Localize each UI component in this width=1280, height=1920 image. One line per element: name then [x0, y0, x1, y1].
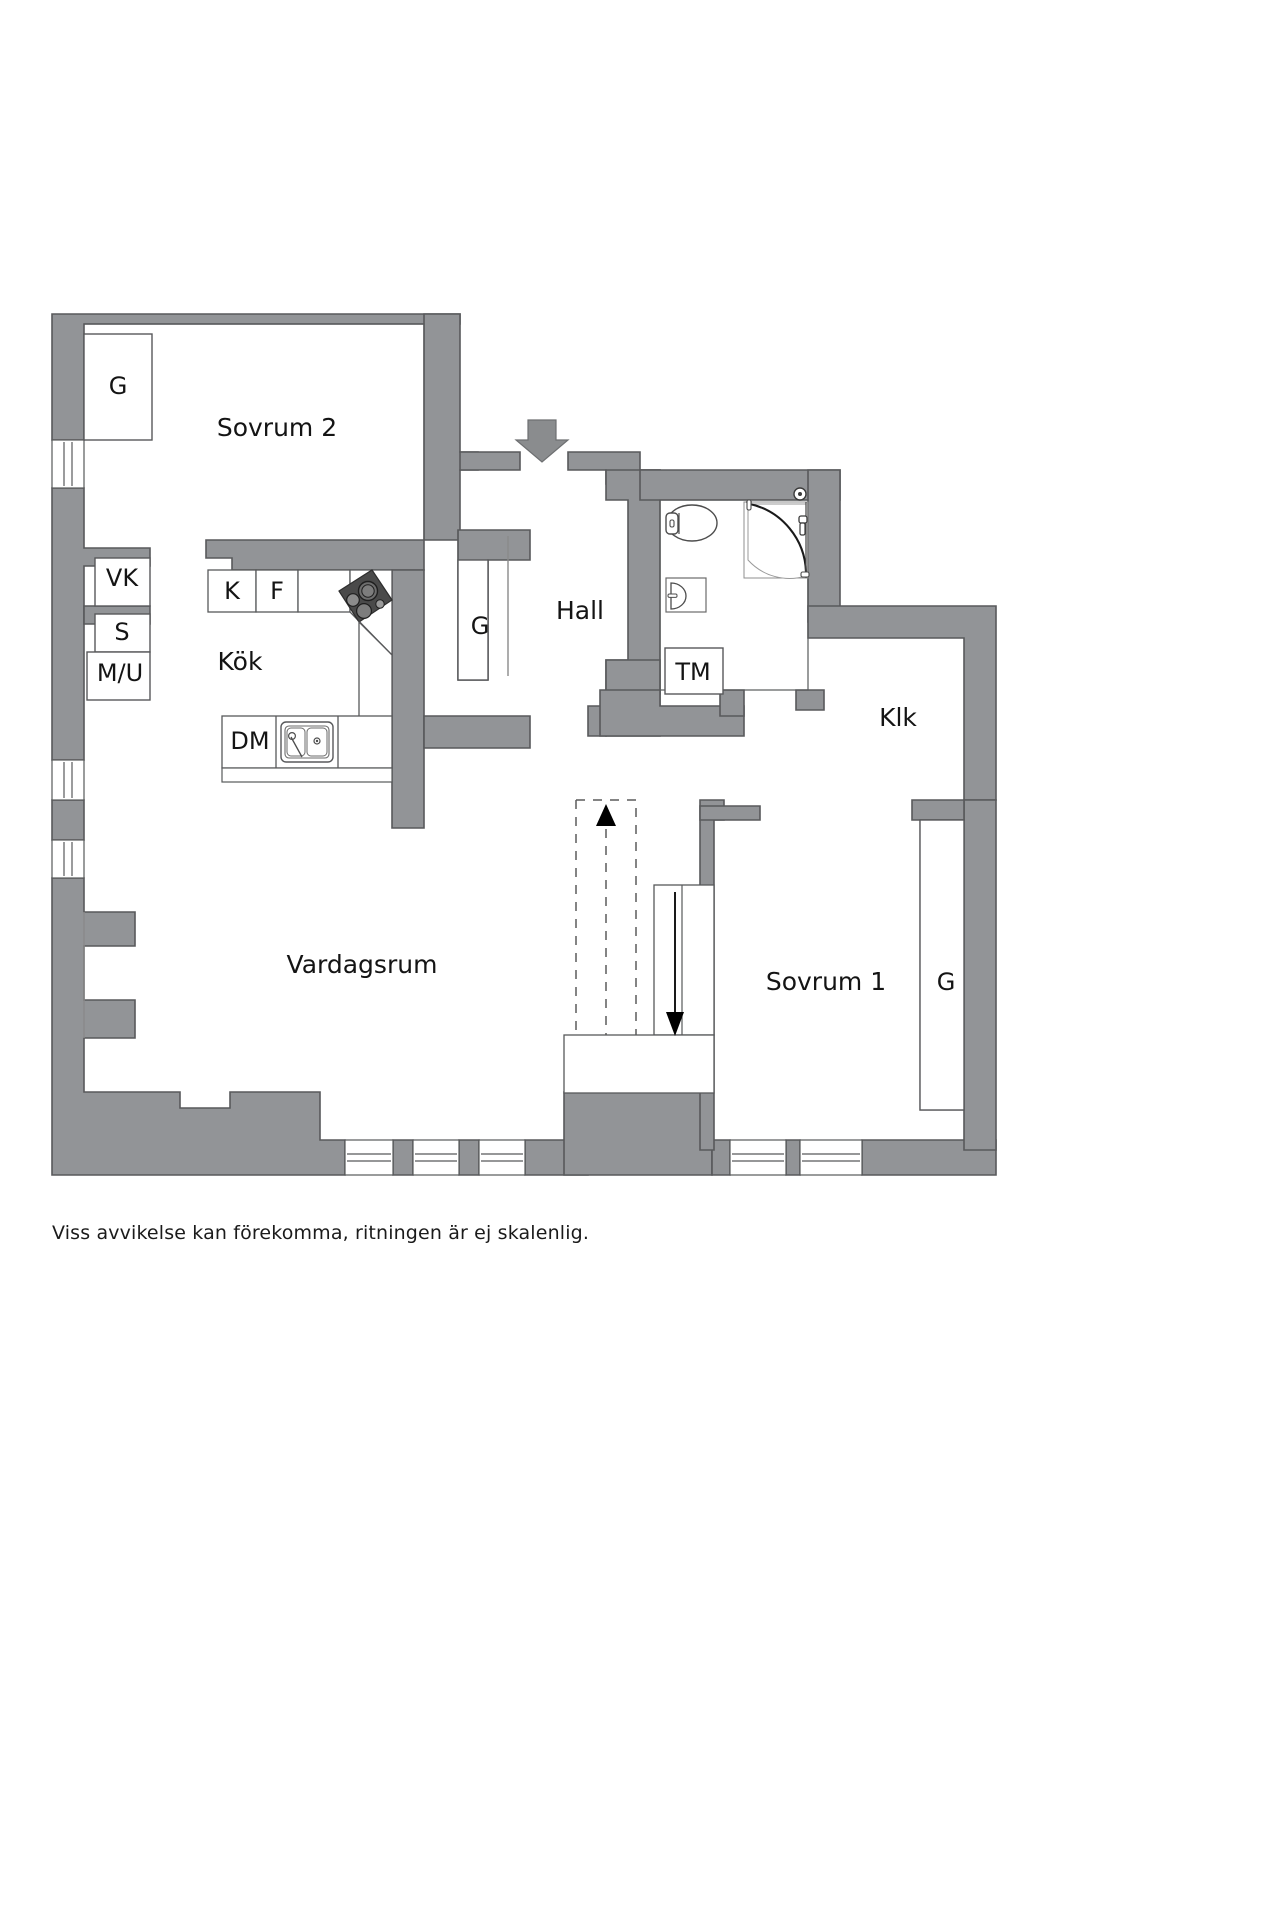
- window-vardagsrum-2: [51, 839, 85, 879]
- closet-sovrum1: G: [919, 819, 965, 1111]
- counter-lower: DM: [221, 715, 393, 783]
- cabinet-mu-label: M/U: [97, 659, 143, 687]
- bathroom-fixtures: TM: [659, 487, 810, 695]
- stair-down-arrow-icon: [666, 892, 684, 1036]
- entrance-arrow-icon: [514, 419, 570, 463]
- closet-sovrum1-label: G: [937, 968, 956, 996]
- wall-bath-right: [807, 469, 841, 623]
- wall-sovrum2-right: [423, 313, 479, 541]
- cabinet-mu: M/U: [86, 651, 151, 701]
- closet-hall-label: G: [471, 612, 490, 640]
- dishwasher-label: DM: [230, 727, 269, 755]
- plan-disclaimer-caption: Viss avvikelse kan förekomma, ritningen …: [52, 1222, 590, 1244]
- stair-treads: [563, 884, 715, 1094]
- washbasin-icon: [665, 577, 707, 613]
- wall-right-outer: [963, 799, 997, 1151]
- tumble-dryer-box: TM: [664, 647, 724, 695]
- stair-upper-dashed: [575, 799, 637, 1040]
- stair-up-arrow-icon: [596, 804, 616, 826]
- closet-hall: G: [457, 559, 490, 681]
- window-sovrum2: [51, 439, 85, 489]
- cabinet-s-label: S: [114, 618, 129, 646]
- cabinet-vk-label: VK: [106, 564, 139, 592]
- sink-icon: [280, 721, 334, 763]
- wall-kitchen-right: [391, 569, 425, 829]
- window-sovrum1-2: [799, 1139, 863, 1176]
- shower-icon: [743, 487, 810, 579]
- wall-bottom-pier-5: [785, 1139, 801, 1176]
- room-labels: Sovrum 2 Kök Hall Klk Vardagsrum Sovrum …: [217, 413, 918, 996]
- bathroom-outline: [659, 499, 809, 691]
- toilet-icon: [665, 504, 718, 542]
- room-label-sovrum1: Sovrum 1: [766, 967, 886, 996]
- cabinet-vk: VK: [94, 557, 151, 607]
- tumble-dryer-label: TM: [674, 658, 710, 686]
- wall-klk-bottom-right: [911, 799, 965, 821]
- closets: G G G: [83, 333, 965, 1111]
- window-bottom-2: [412, 1139, 460, 1176]
- wall-bottom-pier-1: [392, 1139, 414, 1176]
- wall-klk-door-jamb: [795, 689, 825, 711]
- cabinet-s: S: [94, 613, 151, 653]
- wall-kitchen-top: [205, 539, 425, 571]
- window-sovrum1-1: [729, 1139, 787, 1176]
- wall-sovrum1-top-spur: [699, 805, 761, 821]
- room-label-sovrum2: Sovrum 2: [217, 413, 337, 442]
- wall-bottom-center: [563, 1091, 713, 1176]
- room-label-hall: Hall: [556, 596, 604, 625]
- kitchen-fittings: VK S M/U K F: [86, 557, 393, 783]
- wall-bottom-pier-2: [458, 1139, 480, 1176]
- staircase: [563, 799, 715, 1094]
- closet-sovrum2-label: G: [109, 372, 128, 400]
- wall-kitchen-bottom-spur: [423, 715, 531, 749]
- wall-left-lower: [51, 877, 346, 1176]
- window-vardagsrum-1: [51, 759, 85, 801]
- windows: [51, 439, 863, 1176]
- doors: [83, 536, 509, 1038]
- room-label-vardagsrum: Vardagsrum: [287, 950, 438, 979]
- wall-entry-left: [459, 451, 521, 471]
- counter-upper: K F: [207, 569, 351, 613]
- counter-corner: [338, 569, 393, 657]
- cabinet-k-label: K: [224, 577, 241, 605]
- closet-sovrum2: G: [83, 333, 153, 441]
- window-bottom-3: [478, 1139, 526, 1176]
- cabinet-f-label: F: [270, 577, 284, 605]
- room-label-kok: Kök: [218, 647, 263, 676]
- room-label-klk: Klk: [879, 703, 917, 732]
- wall-left-mid: [51, 799, 85, 841]
- window-bottom-1: [344, 1139, 394, 1176]
